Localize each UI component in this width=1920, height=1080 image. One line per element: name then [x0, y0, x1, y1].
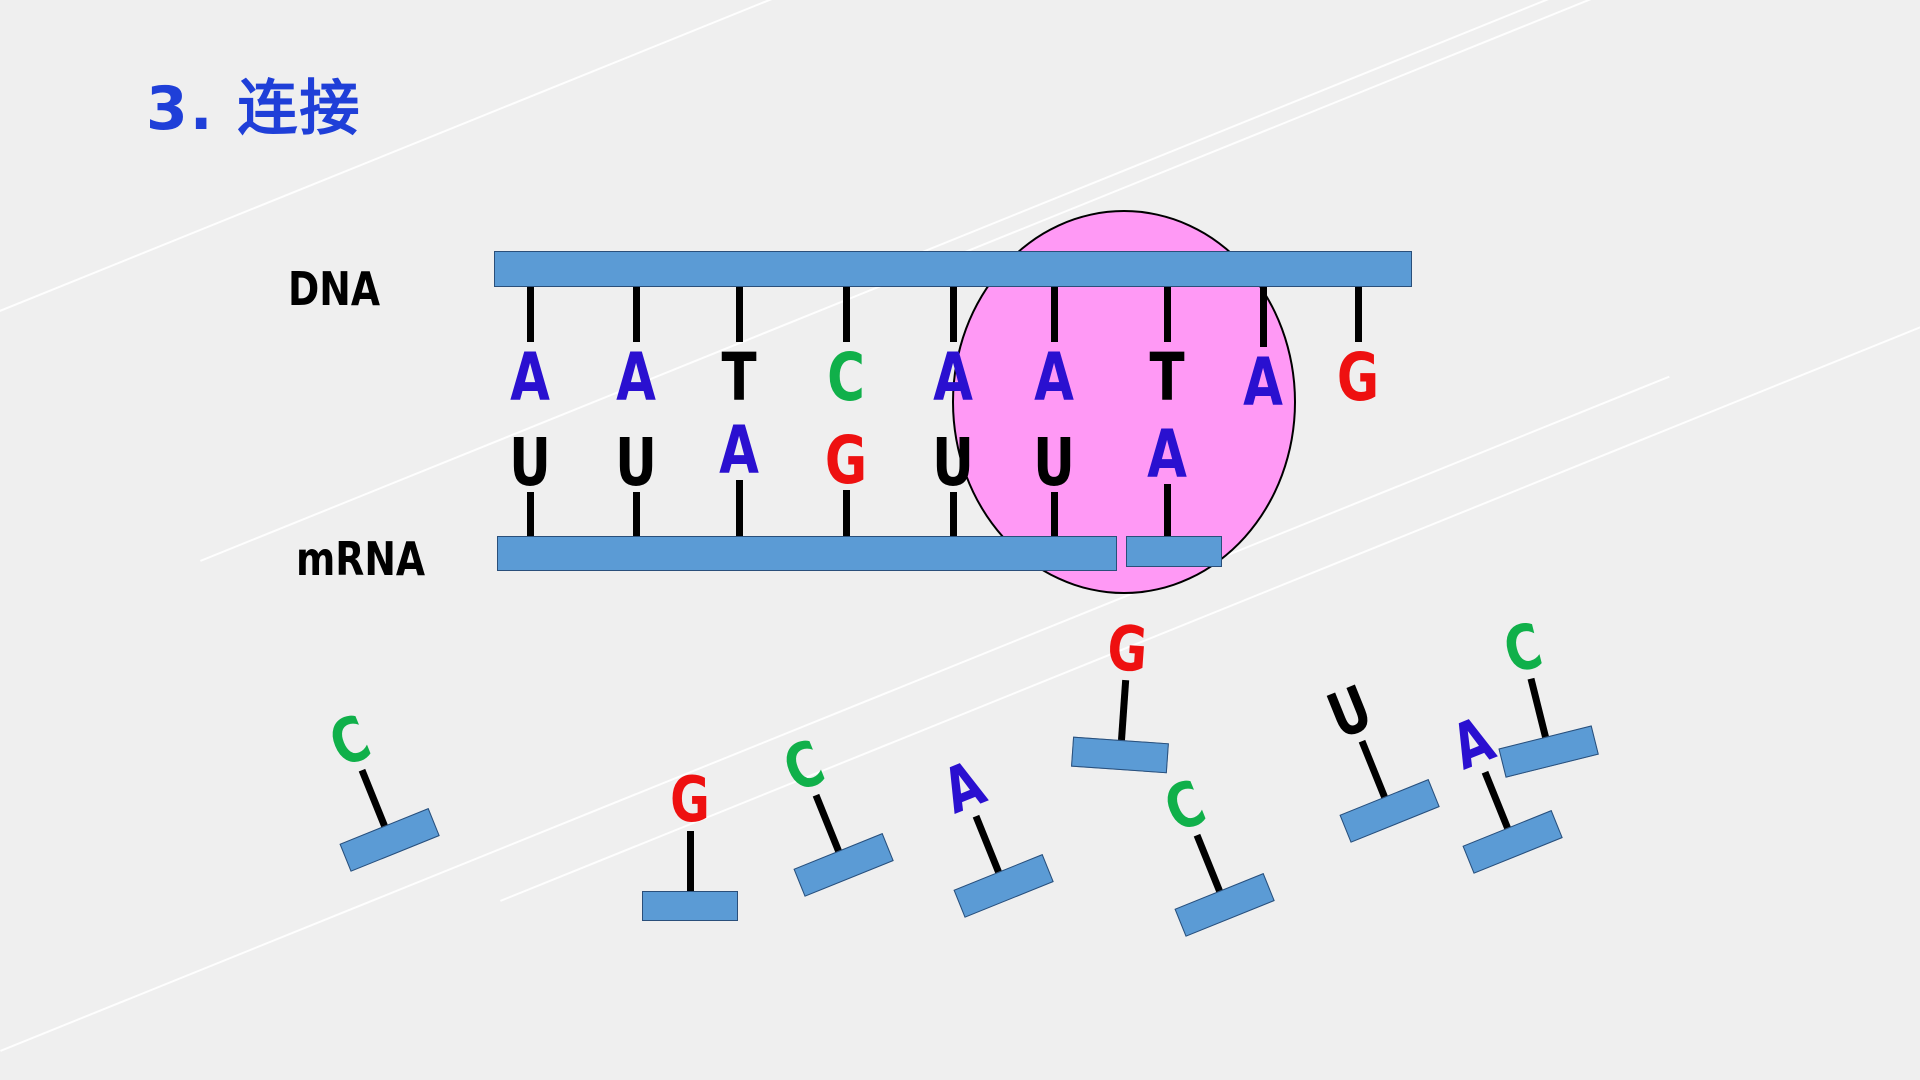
mrna-bond-stick	[1164, 484, 1171, 536]
mrna-strand-segment	[1126, 536, 1222, 567]
nucleotide-sugar-bar	[793, 833, 894, 897]
dna-base: A	[616, 339, 656, 416]
dna-label: DNA	[288, 262, 381, 316]
nucleotide-base: C	[1154, 765, 1215, 847]
nucleotide-base: G	[670, 763, 710, 836]
nucleotide-stick	[972, 815, 1002, 874]
nucleotide-sugar-bar	[1462, 810, 1563, 874]
nucleotide-stick	[358, 769, 388, 828]
mrna-base: U	[1033, 424, 1075, 501]
dna-base: C	[827, 339, 865, 416]
mrna-bond-stick	[527, 492, 534, 536]
dna-base: A	[1243, 344, 1283, 421]
dna-bond-stick	[736, 287, 743, 342]
mrna-base: U	[509, 424, 551, 501]
dna-bond-stick	[1355, 287, 1362, 342]
nucleotide-sugar-bar	[642, 891, 738, 921]
mrna-bond-stick	[843, 490, 850, 536]
dna-base: A	[933, 339, 973, 416]
mrna-base: A	[1147, 416, 1187, 493]
mrna-bond-stick	[950, 492, 957, 536]
dna-base: A	[510, 339, 550, 416]
dna-bond-stick	[1260, 287, 1267, 347]
mrna-strand	[497, 536, 1117, 571]
nucleotide-stick	[1193, 834, 1223, 893]
mrna-base: U	[932, 424, 974, 501]
dna-bond-stick	[633, 287, 640, 342]
dna-bond-stick	[527, 287, 534, 342]
mrna-base: U	[615, 424, 657, 501]
nucleotide-stick	[686, 831, 694, 891]
nucleotide-stick	[1527, 677, 1549, 738]
slide-title: 3. 连接	[146, 74, 362, 144]
nucleotide-stick	[1358, 740, 1388, 799]
dna-bond-stick	[950, 287, 957, 342]
mrna-bond-stick	[736, 480, 743, 536]
nucleotide-stick	[1481, 771, 1511, 830]
nucleotide-base: G	[1105, 610, 1150, 687]
dna-base: T	[1149, 339, 1185, 416]
mrna-label: mRNA	[296, 532, 426, 586]
dna-bond-stick	[843, 287, 850, 342]
dna-base: T	[721, 339, 757, 416]
nucleotide-base: U	[1317, 670, 1382, 754]
dna-base: A	[1034, 339, 1074, 416]
nucleotide-base: C	[1496, 608, 1549, 688]
nucleotide-sugar-bar	[1339, 779, 1440, 843]
nucleotide-sugar-bar	[1498, 725, 1599, 778]
dna-bond-stick	[1051, 287, 1058, 342]
nucleotide-base: A	[1441, 702, 1504, 785]
nucleotide-stick	[1117, 679, 1129, 741]
nucleotide-base: C	[773, 725, 834, 807]
mrna-base: G	[824, 422, 868, 499]
mrna-bond-stick	[1051, 492, 1058, 536]
dna-base: G	[1336, 339, 1380, 416]
dna-strand	[494, 251, 1412, 287]
dna-bond-stick	[1164, 287, 1171, 342]
mrna-bond-stick	[633, 492, 640, 536]
nucleotide-base: A	[932, 746, 995, 829]
background-stripe	[900, 0, 1920, 262]
nucleotide-stick	[812, 794, 842, 853]
nucleotide-sugar-bar	[1174, 873, 1275, 937]
nucleotide-sugar-bar	[953, 854, 1054, 918]
mrna-base: A	[719, 412, 759, 489]
nucleotide-base: C	[319, 700, 380, 782]
nucleotide-sugar-bar	[1071, 736, 1169, 774]
nucleotide-sugar-bar	[339, 808, 440, 872]
